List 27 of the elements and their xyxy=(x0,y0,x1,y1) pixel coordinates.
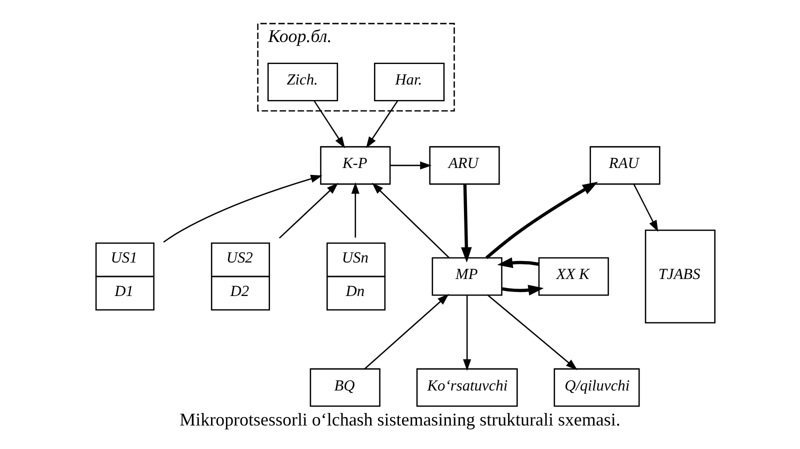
arrow xyxy=(314,100,346,148)
node-box: XX K xyxy=(538,257,609,296)
node-box: RAU xyxy=(590,146,660,185)
node-box: MP xyxy=(432,257,502,296)
arrow xyxy=(364,294,449,370)
caption: Mikroprotsessorli o‘lchash sistemasining strukturali sxemasi. xyxy=(180,410,620,430)
node-box: Har. xyxy=(374,62,445,102)
arrow xyxy=(461,184,472,263)
arrow xyxy=(366,100,398,148)
arrow xyxy=(390,161,432,170)
arrow xyxy=(278,182,338,239)
arrow xyxy=(163,174,322,243)
node-box: Ko‘rsatuvchi xyxy=(416,368,518,407)
arrow xyxy=(372,182,450,258)
node-box: Zich. xyxy=(267,62,338,102)
arrow xyxy=(502,284,544,296)
arrow xyxy=(485,182,598,260)
node-box: K-P xyxy=(320,146,391,185)
arrow xyxy=(497,257,540,268)
arrow xyxy=(488,294,578,370)
node-box: Q/qiluvchi xyxy=(554,368,640,407)
arrow xyxy=(351,182,360,238)
node-box: BQ xyxy=(310,368,380,407)
arrow xyxy=(633,184,658,232)
node-box: TJABS xyxy=(644,230,716,324)
arrow xyxy=(463,295,472,371)
node-box: ARU xyxy=(429,146,500,185)
